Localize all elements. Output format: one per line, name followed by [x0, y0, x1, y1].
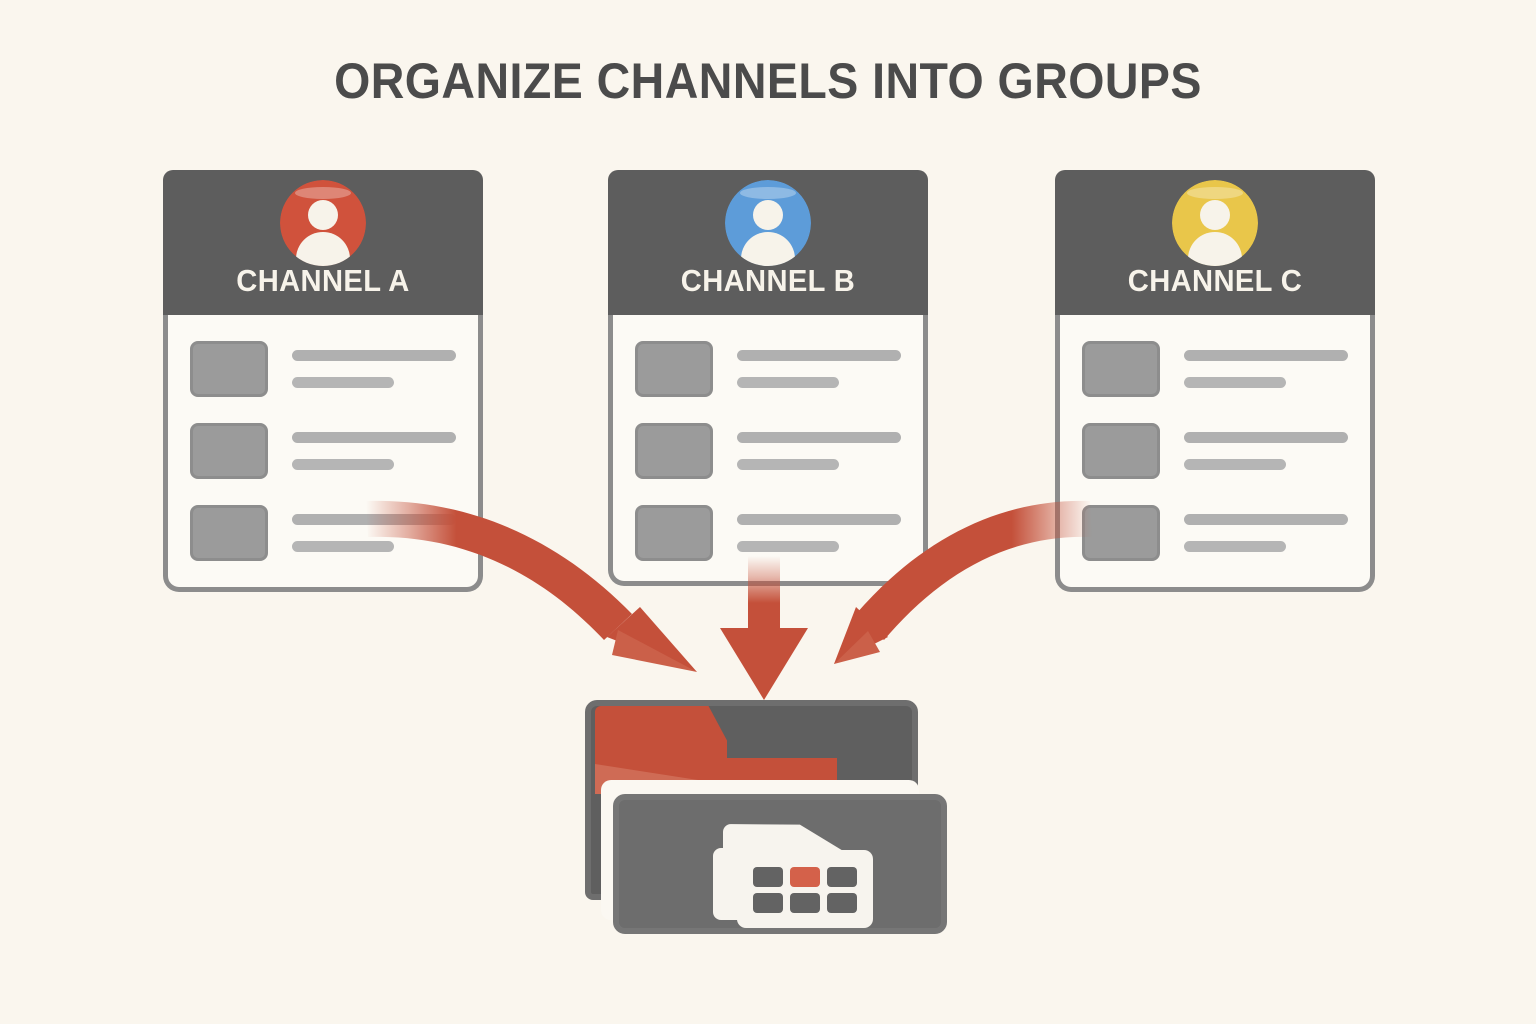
- media-grid: [753, 867, 857, 913]
- avatar-head: [753, 200, 783, 230]
- thumbnail-placeholder: [190, 423, 268, 479]
- text-line-long: [737, 514, 901, 525]
- list-item-lines: [1184, 432, 1348, 470]
- thumbnail-placeholder: [635, 423, 713, 479]
- list-item-lines: [1184, 514, 1348, 552]
- grid-cell: [753, 867, 783, 887]
- list-item-lines: [1184, 350, 1348, 388]
- text-line-long: [737, 350, 901, 361]
- thumbnail-placeholder: [635, 505, 713, 561]
- list-item-lines: [737, 350, 901, 388]
- text-line-short: [292, 541, 394, 552]
- text-line-long: [1184, 350, 1348, 361]
- channel-card-c-header: CHANNEL C: [1055, 170, 1375, 315]
- text-line-long: [292, 350, 456, 361]
- list-item[interactable]: [635, 423, 901, 479]
- grid-cell: [827, 867, 857, 887]
- list-item-lines: [292, 514, 456, 552]
- grid-cell: [790, 893, 820, 913]
- channel-card-a-header: CHANNEL A: [163, 170, 483, 315]
- list-item-lines: [737, 432, 901, 470]
- text-line-short: [1184, 541, 1286, 552]
- text-line-short: [737, 377, 839, 388]
- channel-card-a-label: CHANNEL A: [236, 263, 410, 298]
- thumbnail-placeholder: [1082, 505, 1160, 561]
- avatar-gloss: [740, 186, 796, 199]
- channel-card-b-label: CHANNEL B: [680, 263, 856, 298]
- grid-cell: [827, 893, 857, 913]
- text-line-short: [1184, 377, 1286, 388]
- media-card-grid-icon: [737, 850, 873, 928]
- thumbnail-placeholder: [1082, 423, 1160, 479]
- thumbnail-placeholder: [635, 341, 713, 397]
- list-item-lines: [292, 432, 456, 470]
- text-line-short: [737, 541, 839, 552]
- user-avatar-icon: [280, 180, 366, 266]
- list-item-lines: [292, 350, 456, 388]
- text-line-short: [1184, 459, 1286, 470]
- text-line-short: [292, 459, 394, 470]
- channel-card-a[interactable]: CHANNEL A: [163, 170, 483, 592]
- thumbnail-placeholder: [190, 341, 268, 397]
- list-item[interactable]: [635, 505, 901, 561]
- text-line-long: [1184, 514, 1348, 525]
- list-item[interactable]: [635, 341, 901, 397]
- avatar-head: [308, 200, 338, 230]
- user-avatar-icon: [1172, 180, 1258, 266]
- channel-card-c-label: CHANNEL C: [1127, 263, 1303, 298]
- folder-front-flap: [613, 794, 947, 934]
- channel-card-b[interactable]: CHANNEL B: [608, 170, 928, 586]
- text-line-short: [292, 377, 394, 388]
- channel-card-a-body: [163, 315, 483, 592]
- list-item[interactable]: [1082, 505, 1348, 561]
- list-item[interactable]: [190, 341, 456, 397]
- channel-card-b-header: CHANNEL B: [608, 170, 928, 315]
- text-line-long: [292, 514, 456, 525]
- list-item[interactable]: [190, 423, 456, 479]
- user-avatar-icon: [725, 180, 811, 266]
- channel-card-c-body: [1055, 315, 1375, 592]
- channel-card-b-body: [608, 315, 928, 586]
- list-item[interactable]: [1082, 423, 1348, 479]
- grid-cell-accent: [790, 867, 820, 887]
- page-title: ORGANIZE CHANNELS INTO GROUPS: [334, 53, 1202, 109]
- list-item-lines: [737, 514, 901, 552]
- list-item[interactable]: [1082, 341, 1348, 397]
- group-folder[interactable]: [585, 672, 947, 934]
- avatar-gloss: [295, 186, 351, 199]
- text-line-long: [737, 432, 901, 443]
- text-line-long: [1184, 432, 1348, 443]
- avatar-head: [1200, 200, 1230, 230]
- grid-cell: [753, 893, 783, 913]
- thumbnail-placeholder: [190, 505, 268, 561]
- avatar-gloss: [1187, 186, 1243, 199]
- text-line-long: [292, 432, 456, 443]
- channel-card-c[interactable]: CHANNEL C: [1055, 170, 1375, 592]
- list-item[interactable]: [190, 505, 456, 561]
- text-line-short: [737, 459, 839, 470]
- thumbnail-placeholder: [1082, 341, 1160, 397]
